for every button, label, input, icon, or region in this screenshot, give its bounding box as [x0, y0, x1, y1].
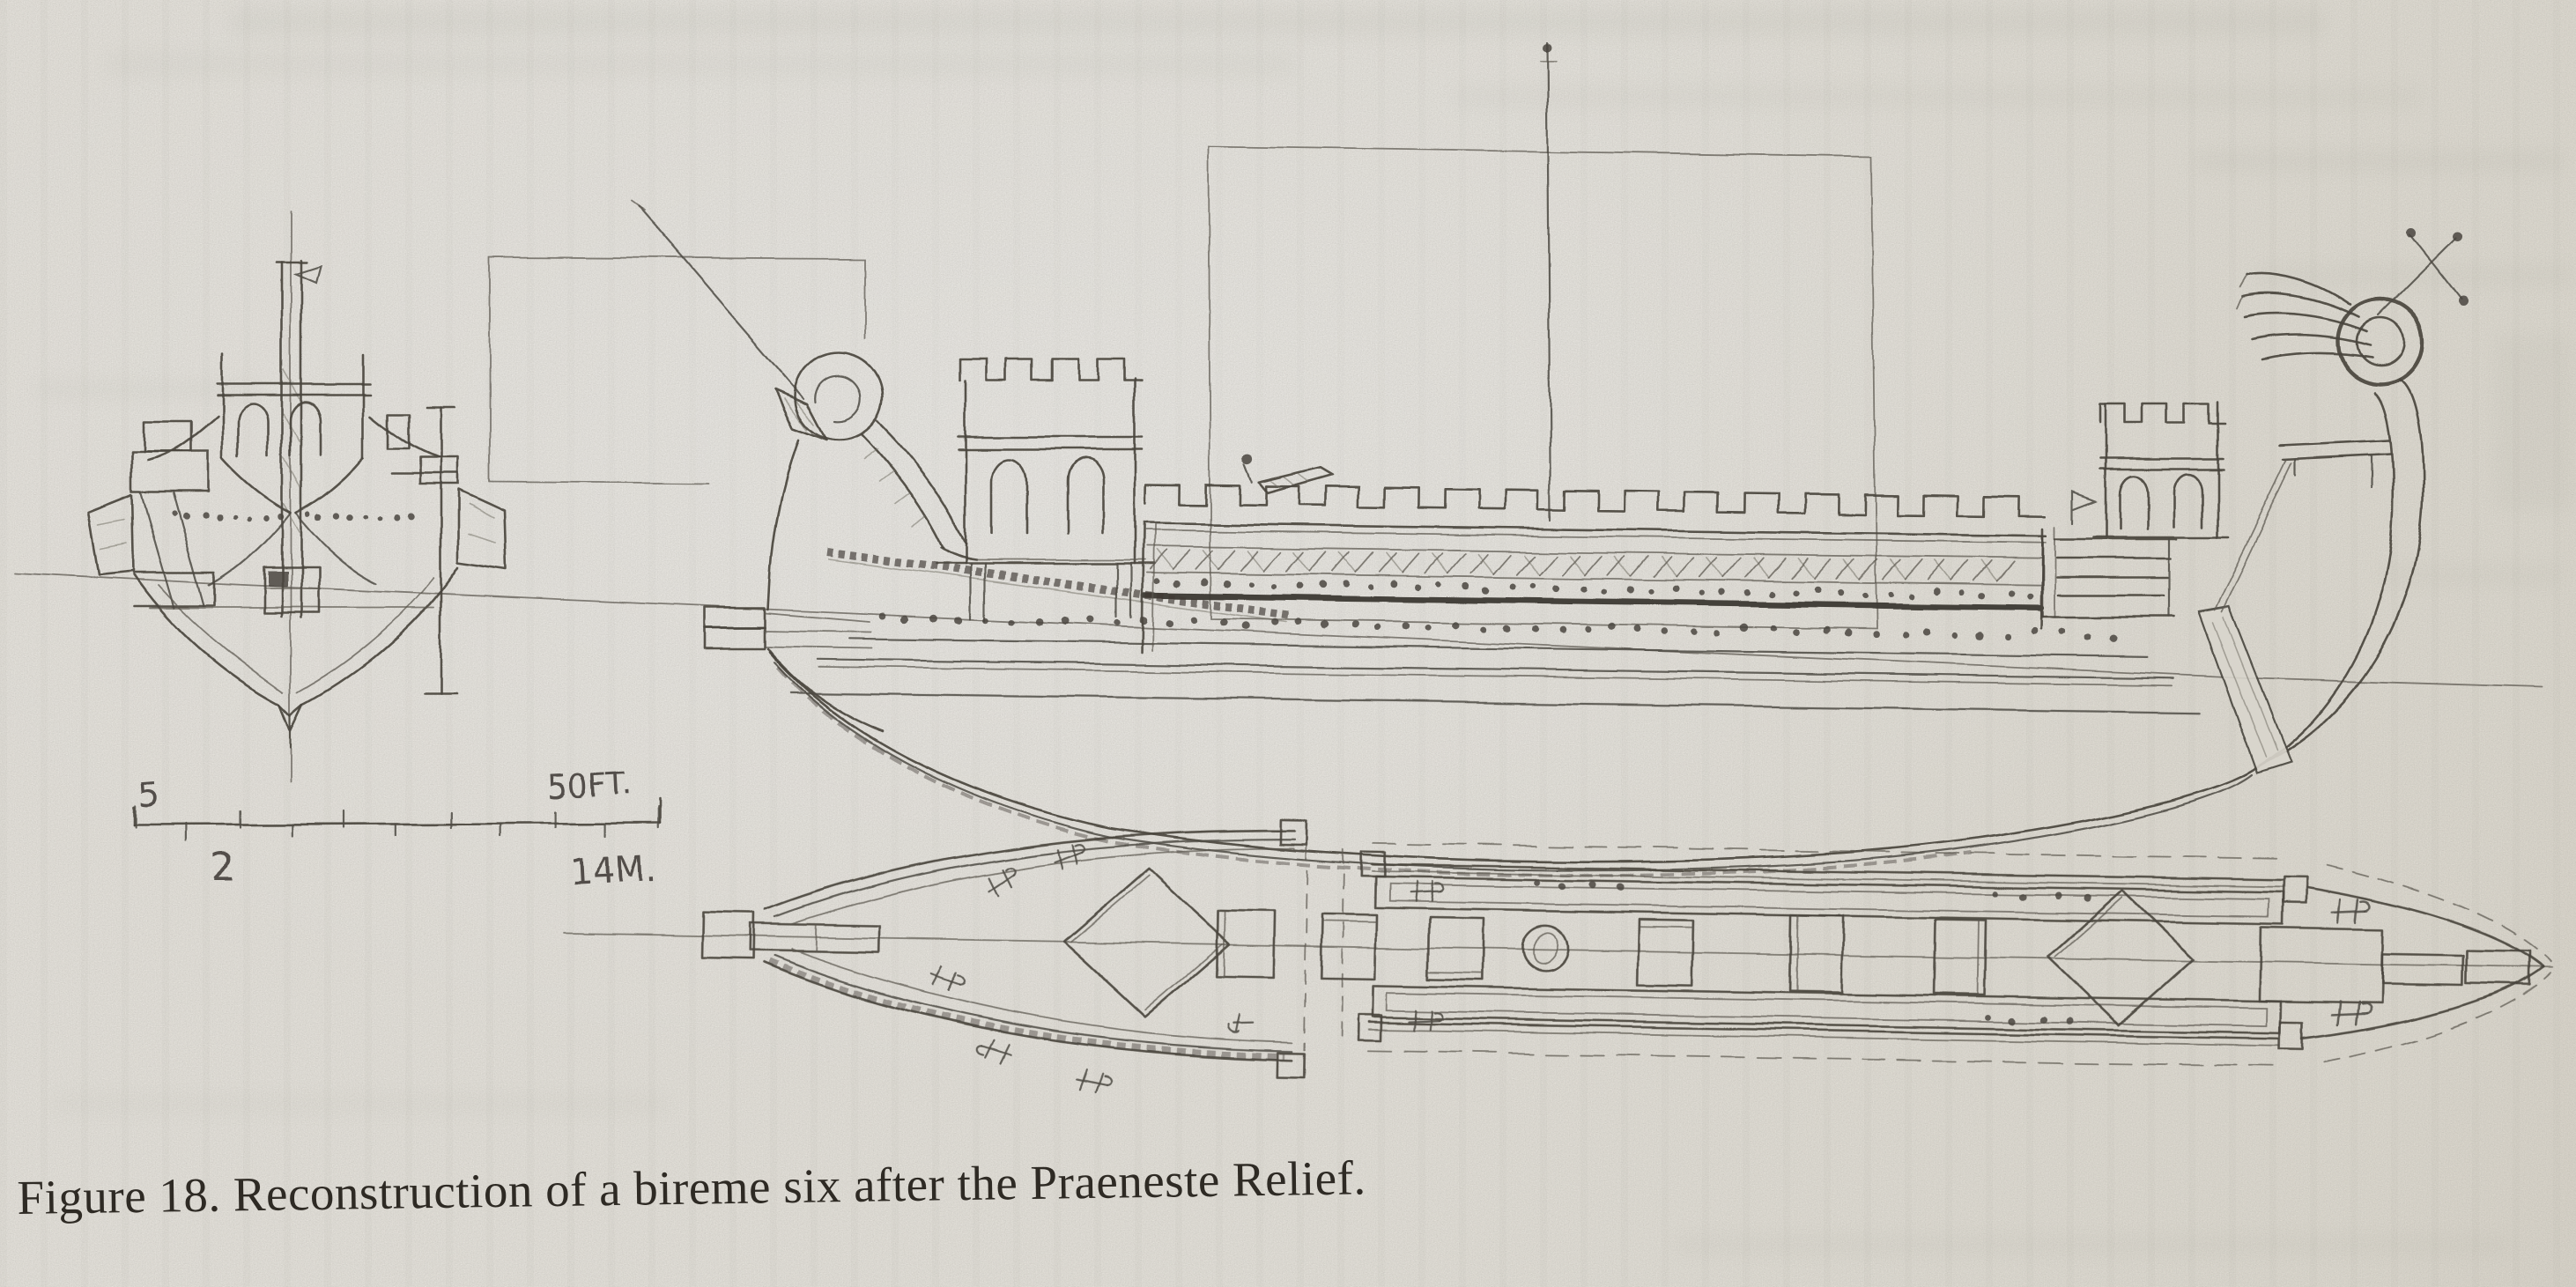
heavy-wale — [1141, 592, 2045, 611]
upper-oarport-row — [1153, 578, 2033, 600]
plan-centerline — [563, 931, 2554, 969]
right-outrigger — [386, 405, 507, 696]
forward-turret-crenellation — [959, 358, 1144, 382]
lower-oarport-row — [877, 612, 2117, 642]
scale-label-feet-small: 5 — [137, 774, 161, 815]
section-tower — [215, 352, 372, 460]
mast — [1539, 41, 1557, 521]
plan-dotted-row — [1992, 891, 2091, 902]
stern-cross-finial — [2377, 227, 2469, 317]
side-elevation-view — [489, 41, 2469, 877]
plan-bow-arcs — [763, 818, 1345, 1079]
plan-stern — [2258, 863, 2552, 1063]
plan-view — [563, 818, 2554, 1098]
lower-gangway — [1357, 984, 2305, 1068]
scale-bar-line — [132, 821, 661, 826]
stern-platform — [2040, 490, 2178, 618]
bow-rectangle-outline — [489, 256, 866, 484]
crenellated-bulwark — [1144, 483, 2046, 518]
stern-flag — [2070, 490, 2099, 525]
scale-label-meters-small: 2 — [211, 846, 236, 891]
stern-ornament-aplustre — [2237, 272, 2425, 387]
foredeck-diamond-hatch — [1062, 868, 1232, 1018]
forward-turret — [934, 377, 1156, 622]
oarbox-band — [789, 521, 2202, 714]
stern-diamond-hatch — [2047, 890, 2195, 1027]
tiny-figure-on-rail — [1243, 454, 1335, 495]
scale-label-meters-total: 14M. — [569, 848, 657, 893]
aft-turret — [2091, 400, 2231, 539]
capstan — [1521, 924, 1570, 973]
aft-turret-crenellation — [2099, 402, 2227, 425]
bow-spar-and-pennant — [630, 200, 828, 442]
scale-label-feet-total: 50FT. — [546, 766, 632, 806]
left-outrigger — [86, 419, 217, 610]
steering-oar — [2197, 459, 2293, 775]
hull-section — [132, 566, 460, 749]
bow-volute — [793, 351, 978, 562]
scale-bar: 5 2 50FT. 14M. — [132, 766, 661, 893]
section-dotted-band — [171, 511, 415, 521]
bulwark-base — [1144, 521, 2047, 537]
scale-bar-ticks — [132, 796, 661, 843]
section-deck-curves — [146, 414, 440, 587]
cross-section-view — [86, 211, 507, 783]
hull-side — [789, 454, 2202, 714]
plan-dotted-row — [1534, 879, 1625, 891]
plan-dotted-row — [1985, 1014, 2074, 1025]
centerline-hatches — [1215, 890, 2195, 1027]
stern-bench — [2278, 439, 2393, 490]
mast-section — [275, 259, 322, 620]
plan-ram — [701, 911, 881, 960]
sail-outline — [1208, 145, 1877, 630]
hull-bottom — [768, 650, 2261, 877]
anchor-cable — [827, 547, 1289, 623]
